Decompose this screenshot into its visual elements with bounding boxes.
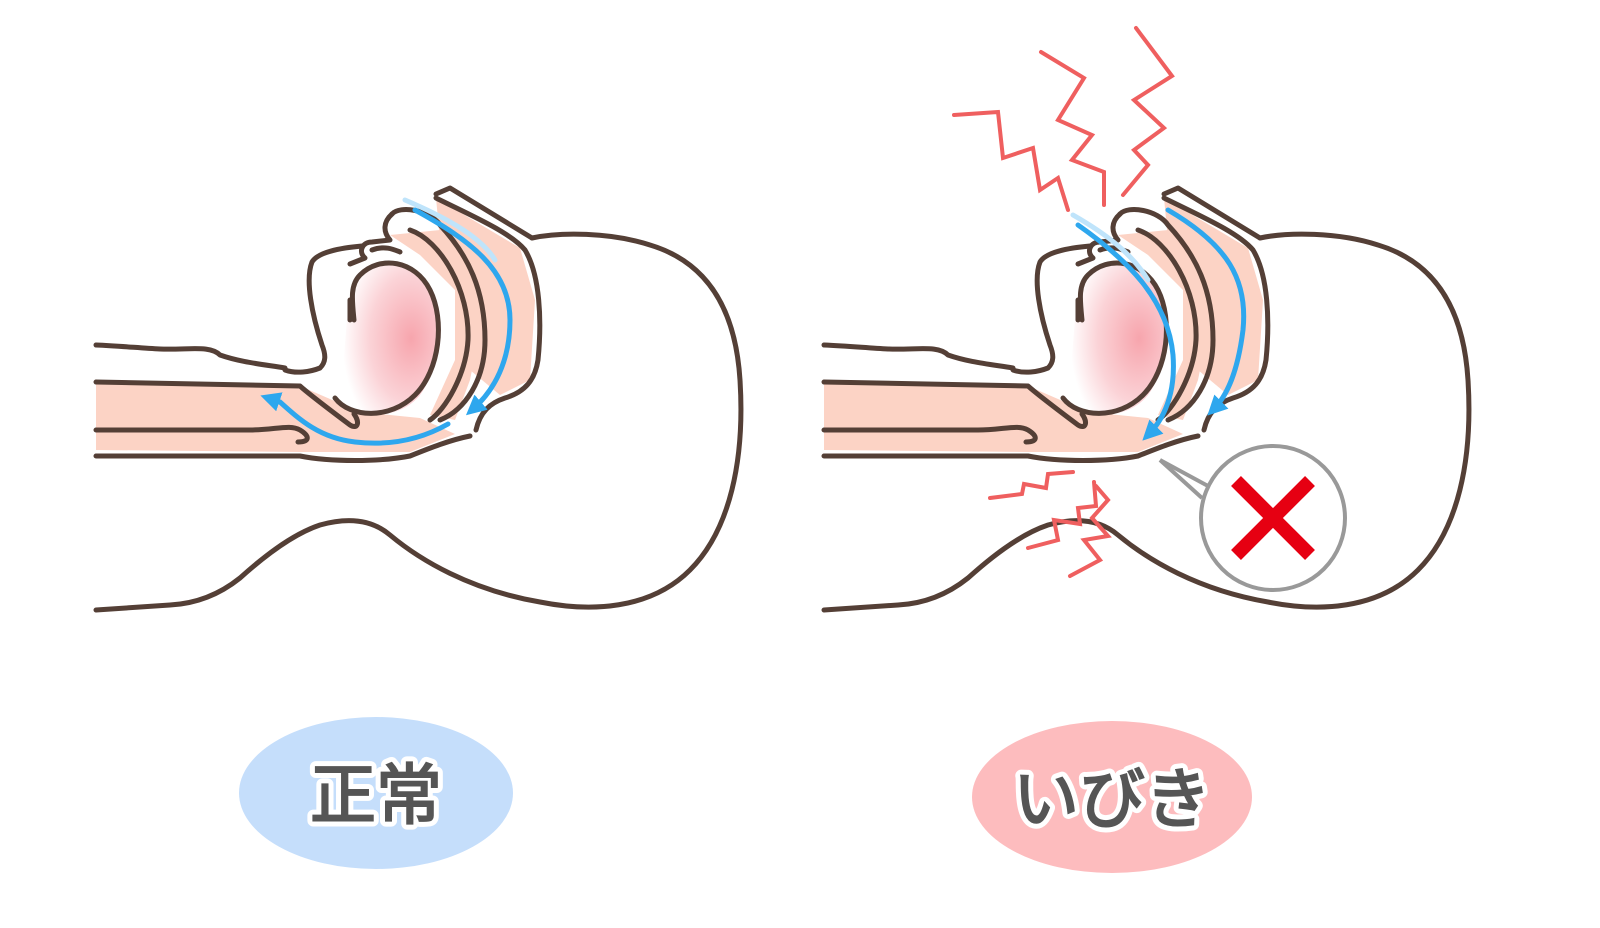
normal-badge: 正常	[239, 717, 513, 869]
blocked-callout	[1158, 444, 1347, 592]
airflow-arrow-icon	[1075, 222, 1176, 441]
airflow-arrow-icon	[1070, 212, 1151, 283]
normal-head-diagram	[96, 188, 741, 610]
snoring-head-diagram	[824, 26, 1469, 610]
cross-mark-icon	[1231, 476, 1315, 560]
zigzag-vibration-icon	[988, 470, 1112, 578]
airflow-arrow-icon	[1165, 207, 1247, 416]
airflow-arrow-icon	[412, 207, 513, 416]
snoring-label: いびき	[1013, 761, 1211, 838]
normal-label: 正常	[310, 757, 442, 834]
zigzag-vibration-icon	[952, 26, 1175, 212]
snoring-badge: いびき	[972, 721, 1252, 873]
airflow-arrow-icon	[260, 392, 451, 446]
airflow-arrow-icon	[402, 197, 498, 263]
